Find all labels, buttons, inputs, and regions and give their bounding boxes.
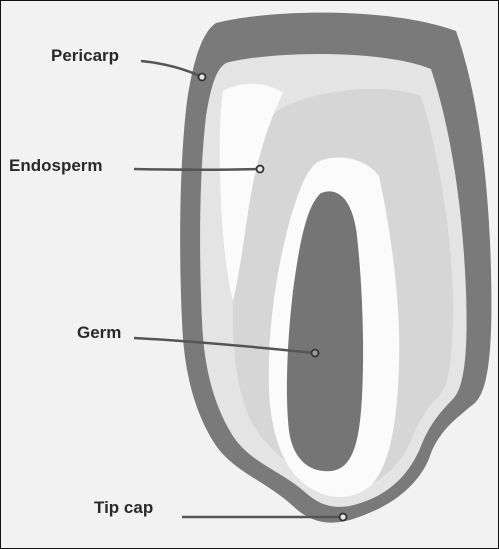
label-germ: Germ <box>77 323 121 343</box>
leader-dot-endosperm <box>257 166 264 173</box>
leader-line-endosperm <box>134 169 260 170</box>
leader-dot-germ <box>312 350 319 357</box>
leader-dot-tip-cap <box>340 514 347 521</box>
label-endosperm: Endosperm <box>9 156 103 176</box>
label-pericarp: Pericarp <box>51 46 119 66</box>
label-tip-cap: Tip cap <box>94 498 153 518</box>
leader-dot-pericarp <box>199 74 206 81</box>
